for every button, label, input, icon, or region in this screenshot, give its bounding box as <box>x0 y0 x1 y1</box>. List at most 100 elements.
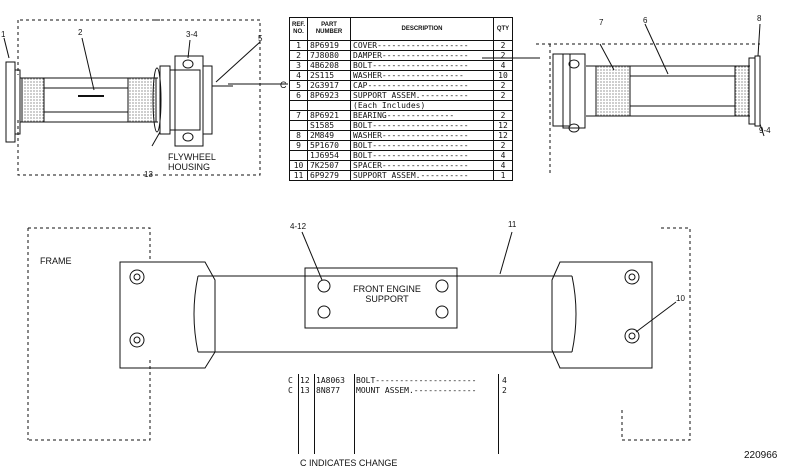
lower-table-divider <box>298 374 299 454</box>
ref-cell: 1 <box>288 40 309 51</box>
change-mark: C <box>280 80 287 90</box>
ref-cell: 6 <box>288 90 309 101</box>
ref-cell: 2 <box>288 50 309 61</box>
qty-cell: 2 <box>493 50 513 61</box>
description-cell: WASHER------------------ <box>350 130 494 141</box>
qty-cell: 4 <box>493 160 513 171</box>
part-number-cell <box>307 100 352 111</box>
ref-cell: 11 <box>288 170 309 181</box>
ref-cell: 7 <box>288 110 309 121</box>
ref-cell: 3 <box>288 60 309 71</box>
description-cell: SUPPORT ASSEM.---------- <box>350 170 494 181</box>
part-number-cell: 5P1670 <box>307 140 352 151</box>
ref-cell: 9 <box>288 140 309 151</box>
front-engine-support-label: FRONT ENGINE SUPPORT <box>353 284 421 304</box>
lower-mark-cell: C <box>288 386 293 395</box>
description-cell: (Each Includes) <box>350 100 494 111</box>
part-number-cell: 7J8080 <box>307 50 352 61</box>
lower-table-row: C 13 8N877 MOUNT ASSEM.------------- 2 <box>288 386 510 396</box>
frame-label: FRAME <box>40 256 72 266</box>
change-footnote: C INDICATES CHANGE <box>300 458 398 468</box>
lower-table-frame <box>286 374 499 454</box>
lower-mark-cell: C <box>288 376 293 385</box>
qty-cell: 2 <box>493 140 513 151</box>
qty-cell: 10 <box>493 70 513 81</box>
lower-part-cell: 8N877 <box>316 386 341 395</box>
qty-cell: 12 <box>493 120 513 131</box>
qty-cell: 2 <box>493 80 513 91</box>
description-cell: COVER------------------- <box>350 40 494 51</box>
lower-table-divider <box>314 374 315 454</box>
callout-2: 2 <box>78 28 83 37</box>
callout-11: 11 <box>508 220 517 229</box>
description-cell: BOLT-------------------- <box>350 60 494 71</box>
left-support-assembly <box>3 19 261 176</box>
lower-part-cell: 1A8063 <box>316 376 345 385</box>
right-support-assembly <box>536 23 765 175</box>
lower-desc-cell: MOUNT ASSEM.------------- <box>356 386 477 395</box>
part-number-cell: 8P6921 <box>307 110 352 121</box>
part-number-cell: 7K2507 <box>307 160 352 171</box>
description-cell: DAMPER------------------ <box>350 50 494 61</box>
lower-ref-cell: 13 <box>300 386 310 395</box>
qty-cell: 2 <box>493 90 513 101</box>
description-cell: CAP--------------------- <box>350 80 494 91</box>
description-cell: BOLT-------------------- <box>350 150 494 161</box>
callout-6: 6 <box>643 16 648 25</box>
drawing-number: 220966 <box>744 450 778 461</box>
part-number-cell: 1J6954 <box>307 150 352 161</box>
qty-cell: 4 <box>493 150 513 161</box>
header-part-number: PART NUMBER <box>307 17 352 41</box>
part-number-cell: 8P6919 <box>307 40 352 51</box>
ref-cell <box>288 100 309 111</box>
part-number-cell: 2S115 <box>307 70 352 81</box>
qty-cell: 12 <box>493 130 513 141</box>
lower-desc-cell: BOLT--------------------- <box>356 376 477 385</box>
qty-cell: 4 <box>493 60 513 71</box>
flywheel-housing-label: FLYWHEEL HOUSING <box>168 152 216 172</box>
callout-13: 13 <box>144 170 153 179</box>
part-number-cell: 8P6923 <box>307 90 352 101</box>
header-description: DESCRIPTION <box>350 17 494 41</box>
description-cell: SUPPORT ASSEM.---------- <box>350 90 494 101</box>
description-cell: WASHER----------------- <box>350 70 494 81</box>
qty-cell: 2 <box>493 40 513 51</box>
callout-4-12: 4-12 <box>290 222 307 231</box>
qty-cell: 1 <box>493 170 513 181</box>
part-number-cell: S1585 <box>307 120 352 131</box>
description-cell: BEARING-------------- <box>350 110 494 121</box>
lower-table-divider <box>354 374 355 454</box>
qty-cell: 2 <box>493 110 513 121</box>
lower-ref-cell: 12 <box>300 376 310 385</box>
description-cell: BOLT-------------------- <box>350 140 494 151</box>
description-cell: SPACER------------------ <box>350 160 494 171</box>
part-number-cell: 4B6208 <box>307 60 352 71</box>
ref-cell <box>288 150 309 161</box>
qty-cell <box>493 100 513 111</box>
ref-cell: 5 <box>288 80 309 91</box>
callout-8: 8 <box>757 14 762 23</box>
callout-5: 5 <box>258 34 263 43</box>
part-number-cell: 2G3917 <box>307 80 352 91</box>
lower-qty-cell: 2 <box>502 386 507 395</box>
front-support-assembly <box>27 227 691 441</box>
callout-9-4: 9-4 <box>759 126 771 135</box>
ref-cell: 8 <box>288 130 309 141</box>
